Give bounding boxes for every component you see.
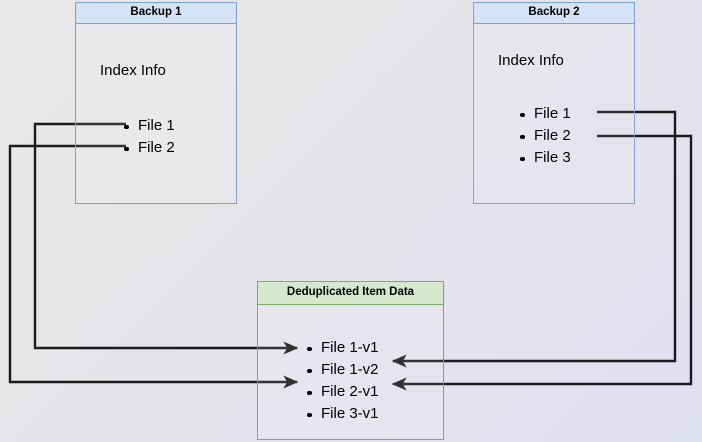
box-backup-1-header: Backup 1 <box>75 2 237 24</box>
box-deduplicated-item-data-item-list: File 1-v1 File 1-v2 File 2-v1 File 3-v1 <box>306 337 379 425</box>
list-item[interactable]: File 2 <box>519 125 571 147</box>
box-backup-2-subtitle: Index Info <box>498 52 564 69</box>
box-backup-2[interactable]: Backup 2 Index Info File 1 File 2 File 3 <box>473 2 635 204</box>
list-item[interactable]: File 3-v1 <box>306 403 379 425</box>
list-item[interactable]: File 1-v2 <box>306 359 379 381</box>
list-item[interactable]: File 2-v1 <box>306 381 379 403</box>
box-backup-1-frame <box>75 2 237 204</box>
box-backup-2-header: Backup 2 <box>473 2 635 24</box>
list-item[interactable]: File 1-v1 <box>306 337 379 359</box>
connector-backup2-file1-to-file1v2 <box>391 110 677 368</box>
list-item[interactable]: File 1 <box>519 103 571 125</box>
list-item[interactable]: File 3 <box>519 147 571 169</box>
connector-backup1-file2-to-file2v1 <box>8 144 299 389</box>
box-deduplicated-item-data[interactable]: Deduplicated Item Data File 1-v1 File 1-… <box>257 281 444 440</box>
box-deduplicated-item-data-header: Deduplicated Item Data <box>257 281 444 305</box>
box-backup-1-subtitle: Index Info <box>100 62 166 79</box>
box-backup-1[interactable]: Backup 1 Index Info File 1 File 2 <box>75 2 237 204</box>
connector-backup2-file2-to-file2v1 <box>391 134 693 391</box>
list-item[interactable]: File 1 <box>123 115 175 137</box>
box-backup-2-item-list: File 1 File 2 File 3 <box>519 103 571 169</box>
connector-backup1-file1-to-file1v1 <box>33 122 299 355</box>
box-backup-1-item-list: File 1 File 2 <box>123 115 175 159</box>
box-deduplicated-item-data-frame <box>257 281 444 440</box>
list-item[interactable]: File 2 <box>123 137 175 159</box>
box-backup-2-frame <box>473 2 635 204</box>
